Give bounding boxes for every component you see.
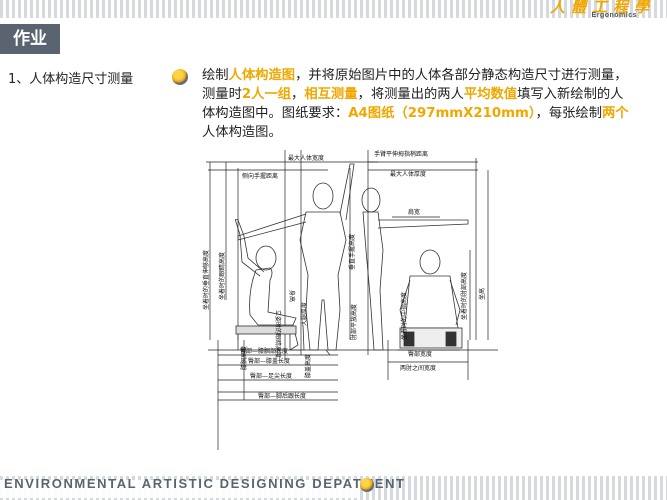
- instruction-text: 填写入新绘制的人体构造图中。图纸要求：: [202, 87, 624, 121]
- label-sit-reach-up: 坐着时的垂直伸够高度: [202, 250, 210, 310]
- label-buttock-knee: 臀部—膝盖长度: [248, 357, 290, 365]
- highlight-average-value: 平均数值: [463, 87, 518, 102]
- label-sit-eye-height: 坐着时的眼睛高度: [218, 252, 226, 300]
- label-buttock-toe: 臀部—足尖长度: [250, 372, 292, 380]
- label-hand-forward: 手臂平伸拇指梢距离: [374, 150, 428, 158]
- footer-department: ENVIRONMENTAL ARTISTIC DESIGNING DEPATME…: [4, 476, 406, 491]
- instruction-text: 绘制: [202, 68, 229, 83]
- label-sit-height: 坐高: [478, 288, 486, 300]
- label-knee-height: 膝盖高度: [304, 354, 312, 378]
- brand-name-en: Ergonomics: [591, 12, 637, 19]
- label-elbow-to-elbow: 两肘之间宽度: [400, 364, 436, 372]
- label-popliteal-height: 膝腘高度: [240, 346, 248, 370]
- brand-logo: 人體工程學 Ergonomics: [539, 0, 659, 26]
- footer-bullet-icon: [360, 478, 374, 492]
- bullet-icon: [172, 69, 188, 85]
- label-vertical-reach: 垂直手握高度: [348, 234, 356, 270]
- footer-bar: [0, 480, 360, 498]
- label-side-reach: 侧向手握距离: [242, 172, 278, 180]
- header-stripes: [0, 0, 667, 18]
- brand-name-cn: 人體工程學: [549, 0, 655, 16]
- label-sit-middle-finger: 坐着时的中指高度: [400, 292, 408, 340]
- instruction-text: ，并将原始图片中的人体各部分静态构造尺寸进行测量，测量时: [202, 68, 628, 102]
- label-stand-eye-height: 立姿时的眼睛高度: [274, 310, 282, 358]
- instruction-text: ，每张绘制: [535, 106, 603, 121]
- label-buttock-heel: 臀部—脚后跟长度: [258, 392, 306, 400]
- section-heading-text: 1、人体构造尺寸测量: [8, 72, 134, 87]
- seated-back-figure: [399, 249, 463, 349]
- body-dimension-diagram: 最大人体宽度 手臂平伸拇指梢距离 侧向手握距离 最大人体厚度 肩宽 坐着时的垂直…: [202, 150, 498, 450]
- seated-side-figure: [234, 218, 305, 351]
- highlight-structure-diagram: 人体构造图: [228, 68, 296, 83]
- label-elbow-sit: 坐着时的肘部高度: [460, 272, 468, 320]
- anthropometric-figure: 最大人体宽度 手臂平伸拇指梢距离 侧向手握距离 最大人体厚度 肩宽 坐着时的垂直…: [178, 140, 508, 475]
- label-height: 身高: [288, 290, 296, 302]
- instruction-paragraph: 绘制人体构造图，并将原始图片中的人体各部分静态构造尺寸进行测量，测量时2人一组，…: [202, 66, 632, 142]
- label-shoulder-width: 肩宽: [408, 208, 420, 216]
- standing-front-figure: [237, 163, 355, 356]
- slide-title: 作业: [0, 24, 60, 54]
- highlight-two: 两个: [602, 106, 629, 121]
- standing-side-figure: [361, 187, 469, 351]
- highlight-paper-size: A4图纸（297mmX210mm）: [348, 106, 536, 121]
- label-thigh-thickness: 大腿厚度: [300, 302, 308, 326]
- label-hip-width: 臀部宽度: [408, 350, 432, 358]
- label-max-width: 最大人体宽度: [288, 154, 324, 162]
- highlight-mutual-measure: 相互测量: [304, 87, 358, 102]
- label-elbow-rest: 肘部平放高度: [350, 304, 358, 340]
- section-heading: 1、人体构造尺寸测量: [8, 68, 188, 88]
- label-max-depth: 最大人体厚度: [390, 170, 426, 178]
- highlight-two-per-group: 2人一组: [241, 87, 292, 102]
- label-buttock-popliteal: 臀部—膝腘部长度: [240, 347, 288, 355]
- instruction-text: ，: [291, 87, 305, 102]
- instruction-text: ，将测量出的两人: [357, 87, 464, 102]
- instruction-text: 人体构造图。: [202, 125, 282, 140]
